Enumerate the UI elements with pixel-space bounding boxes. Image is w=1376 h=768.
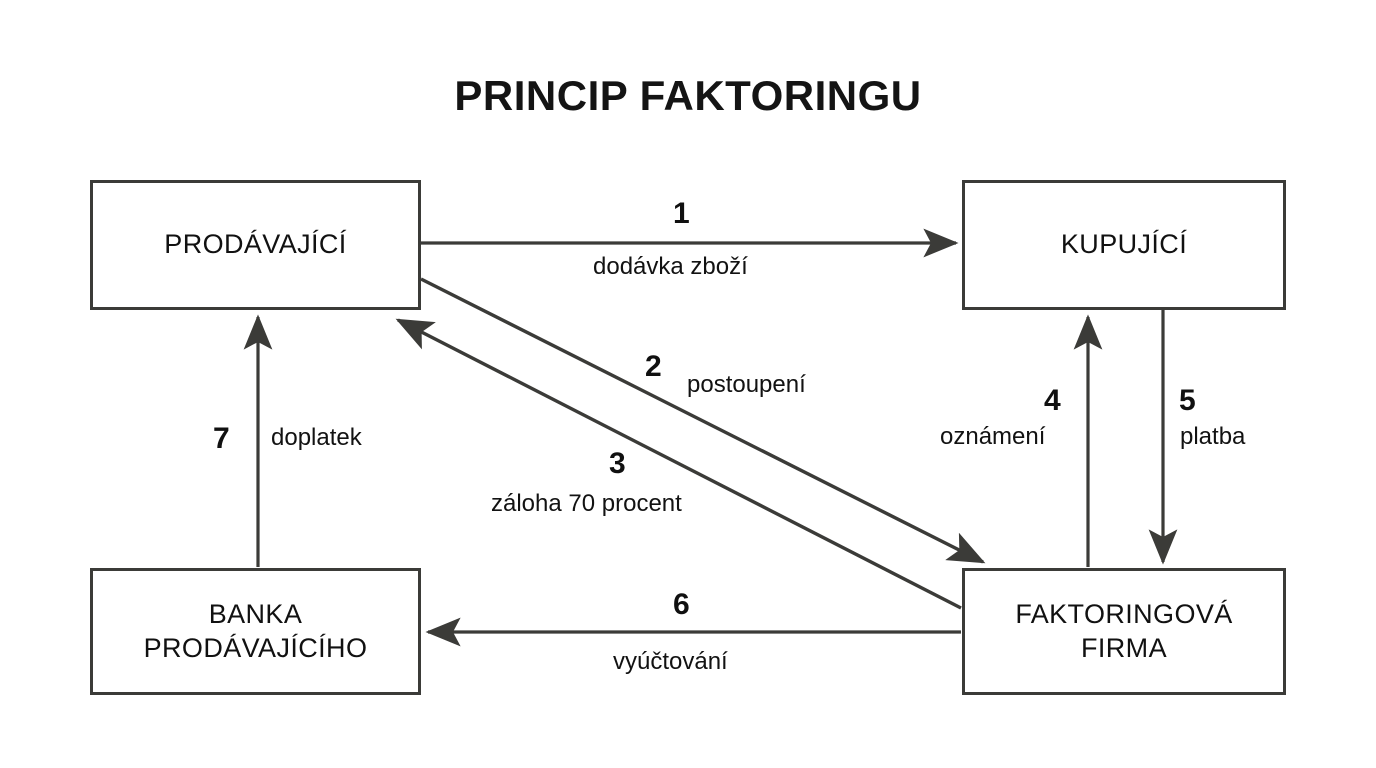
flow-label-2: postoupení — [687, 371, 806, 398]
flow-label-6: vyúčtování — [613, 648, 728, 675]
flow-number-1: 1 — [673, 197, 690, 230]
node-faktoringova-firma[interactable]: FAKTORINGOVÁ FIRMA — [962, 568, 1286, 695]
flow-number-6: 6 — [673, 588, 690, 621]
node-label: PRODÁVAJÍCÍ — [164, 229, 347, 260]
node-prodavajici[interactable]: PRODÁVAJÍCÍ — [90, 180, 421, 310]
flow-number-7: 7 — [213, 422, 230, 455]
node-banka-prodavajiciho[interactable]: BANKA PRODÁVAJÍCÍHO — [90, 568, 421, 695]
flow-number-5: 5 — [1179, 384, 1196, 417]
flow-number-2: 2 — [645, 350, 662, 383]
node-label: KUPUJÍCÍ — [1060, 229, 1188, 260]
node-label: FAKTORINGOVÁ FIRMA — [1015, 598, 1233, 663]
flow-label-1: dodávka zboží — [593, 253, 748, 280]
flow-label-3: záloha 70 procent — [491, 490, 682, 517]
flow-line-2 — [420, 277, 986, 564]
flow-label-4: oznámení — [940, 423, 1046, 450]
node-label: BANKA PRODÁVAJÍCÍHO — [143, 598, 368, 663]
flow-number-4: 4 — [1044, 384, 1061, 417]
flow-label-5: platba — [1180, 423, 1246, 450]
page-title: PRINCIP FAKTORINGU — [454, 72, 922, 119]
flow-number-3: 3 — [609, 447, 626, 480]
node-kupujici[interactable]: KUPUJÍCÍ — [962, 180, 1286, 310]
flow-label-7: doplatek — [271, 424, 362, 451]
flow-line-3 — [395, 318, 962, 610]
